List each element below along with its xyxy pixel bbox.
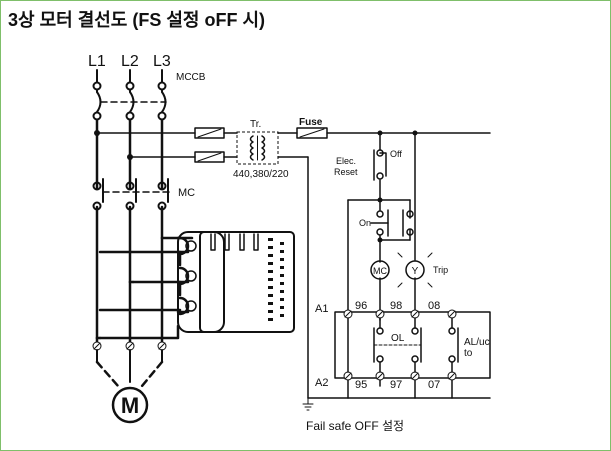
on-switch xyxy=(370,209,414,237)
label-mc-coil: MC xyxy=(373,266,387,276)
label-t96: 96 xyxy=(355,300,367,312)
motor-symbol xyxy=(111,386,149,424)
label-tr-voltage: 440,380/220 xyxy=(233,169,289,180)
label-aluc: AL/uc xyxy=(464,337,490,348)
junction-dot xyxy=(377,237,383,243)
fuse-box-mark xyxy=(197,152,222,162)
label-t07: 07 xyxy=(428,379,440,391)
label-aluc-to: to xyxy=(464,348,473,359)
fuse-box xyxy=(296,127,328,139)
mc-contactor xyxy=(92,178,173,211)
fuse-box-mark xyxy=(197,128,222,138)
label-ol: OL xyxy=(391,333,405,344)
ground-symbol xyxy=(302,397,314,411)
page-title: 3상 모터 결선도 (FS 설정 oFF 시) xyxy=(8,10,266,30)
label-on: On xyxy=(359,218,371,228)
off-switch xyxy=(373,149,387,181)
junction-dot xyxy=(377,130,383,136)
control-wiring xyxy=(96,132,491,399)
transformer xyxy=(236,131,279,165)
label-t97: 97 xyxy=(390,379,402,391)
label-off: Off xyxy=(390,149,402,159)
fuse-box-mark xyxy=(299,128,325,138)
mccb-breaker xyxy=(92,69,167,121)
motor-leads-dashed xyxy=(95,360,164,388)
label-reset: Reset xyxy=(334,167,358,177)
caption: Fail safe OFF 설정 xyxy=(306,419,404,433)
label-l2: L2 xyxy=(121,53,139,70)
junction-dot xyxy=(377,197,383,203)
motor-terminals xyxy=(92,341,167,351)
bottom-wiring xyxy=(347,379,453,399)
relay-internal xyxy=(347,317,459,373)
label-t98: 98 xyxy=(390,300,402,312)
label-l3: L3 xyxy=(153,53,171,70)
mc-coil xyxy=(370,260,390,280)
label-tr: Tr. xyxy=(250,119,261,130)
label-mccb: MCCB xyxy=(176,72,206,83)
motor-leads xyxy=(96,349,163,383)
fuse-box xyxy=(194,127,225,139)
label-fuse: Fuse xyxy=(299,117,323,128)
label-elec: Elec. xyxy=(336,156,356,166)
label-trip: Trip xyxy=(433,265,448,275)
junction-dot xyxy=(412,130,418,136)
label-t08: 08 xyxy=(428,300,440,312)
label-t95: 95 xyxy=(355,379,367,391)
trip-lamp xyxy=(397,252,433,288)
label-motor: M xyxy=(121,393,139,418)
overload-relay-module xyxy=(177,231,295,333)
label-mc: MC xyxy=(178,187,195,199)
label-l1: L1 xyxy=(88,53,106,70)
label-lamp: Y xyxy=(412,266,419,277)
label-a1: A1 xyxy=(315,303,328,315)
label-a2: A2 xyxy=(315,377,328,389)
motor-feed xyxy=(95,236,190,344)
fuse-box xyxy=(194,151,225,163)
